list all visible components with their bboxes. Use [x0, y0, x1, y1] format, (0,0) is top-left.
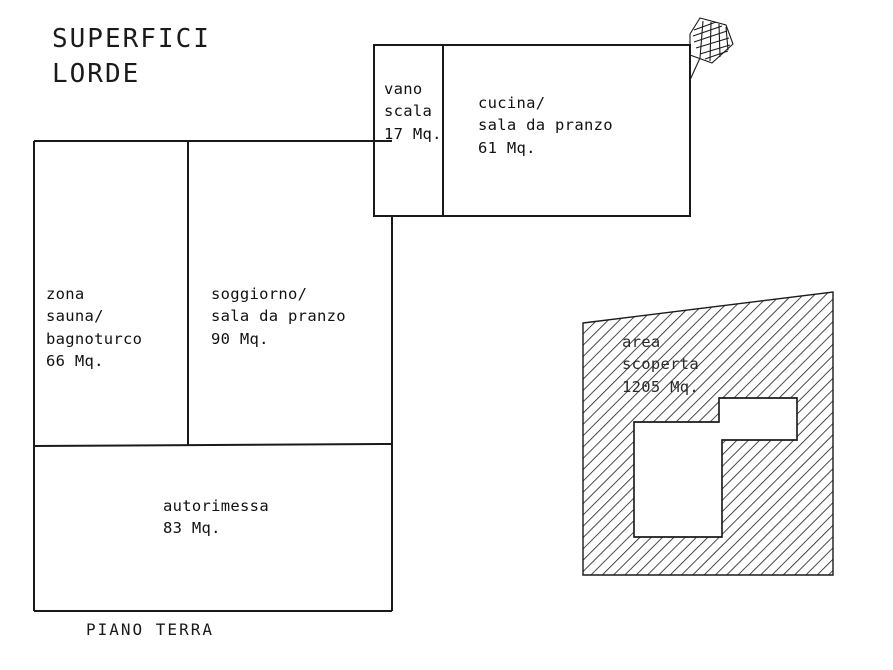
room-label-vano-scala: vano scala 17 Mq.: [384, 80, 442, 143]
room-label-area-scoperta: area scoperta 1205 Mq.: [622, 333, 700, 396]
room-label-soggiorno-sala-da-pranzo: soggiorno/ sala da pranzo 90 Mq.: [211, 285, 346, 348]
page-title: SUPERFICI LORDE: [52, 24, 211, 90]
main-block-walls: [33, 140, 393, 612]
plan-level-label: PIANO TERRA: [86, 620, 214, 639]
room-label-autorimessa: autorimessa 83 Mq.: [163, 497, 269, 538]
room-label-cucina-sala-da-pranzo: cucina/ sala da pranzo 61 Mq.: [478, 94, 613, 157]
scribble-stamp-icon: [689, 17, 734, 81]
area-scoperta-hatch: [582, 291, 834, 576]
upper-block-walls: [373, 44, 691, 217]
room-label-zona-sauna-bagnoturco: zona sauna/ bagnoturco 66 Mq.: [46, 285, 143, 371]
